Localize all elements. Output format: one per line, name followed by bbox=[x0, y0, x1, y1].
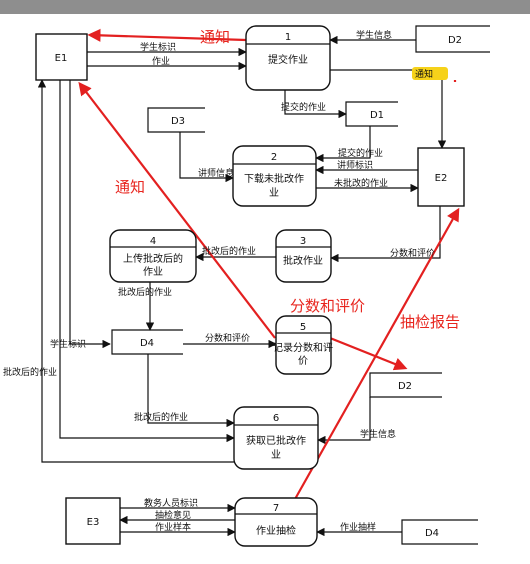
process-7: 7 作业抽检 bbox=[234, 497, 318, 547]
entity-e1: E1 bbox=[35, 33, 88, 81]
entity-e3-label: E3 bbox=[87, 517, 100, 528]
process-2-title-line2: 业 bbox=[269, 187, 279, 199]
annotation-notify-tag: 通知 bbox=[415, 68, 433, 80]
process-3-title: 批改作业 bbox=[283, 254, 323, 267]
process-4: 4 上传批改后的 作业 bbox=[109, 229, 197, 283]
process-1-title: 提交作业 bbox=[268, 53, 308, 66]
flow-homework-sample: 作业样本 bbox=[155, 521, 191, 533]
store-d2-top: D2 bbox=[415, 25, 490, 53]
annotation-notify-left: 通知 bbox=[115, 178, 145, 196]
annotation-spot-check-report: 抽检报告 bbox=[400, 313, 460, 331]
process-4-title-line2: 作业 bbox=[143, 266, 163, 278]
flow-score-review-d4: 分数和评价 bbox=[205, 332, 250, 344]
top-gray-bar bbox=[0, 0, 530, 14]
process-2-title-line1: 下载未批改作 bbox=[244, 172, 304, 185]
process-1: 1 提交作业 bbox=[245, 25, 331, 91]
process-4-number: 4 bbox=[150, 236, 156, 247]
annotation-notify-top: 通知 bbox=[200, 28, 230, 46]
store-d2-mid: D2 bbox=[369, 372, 442, 398]
store-d4-bottom: D4 bbox=[401, 519, 478, 545]
store-d1-label: D1 bbox=[370, 110, 384, 121]
process-4-title-line1: 上传批改后的 bbox=[123, 252, 183, 265]
annotation-score-review: 分数和评价 bbox=[290, 297, 365, 315]
flow-graded-homework-left: 批改后的作业 bbox=[3, 366, 57, 378]
store-d4-bottom-label: D4 bbox=[425, 528, 439, 539]
store-d2-mid-label: D2 bbox=[398, 381, 412, 392]
flow-student-info-bottom: 学生信息 bbox=[360, 428, 396, 440]
process-7-title: 作业抽检 bbox=[256, 524, 296, 537]
flow-submitted-homework-p2: 提交的作业 bbox=[338, 147, 383, 159]
process-1-number: 1 bbox=[285, 32, 291, 43]
process-6-title-line1: 获取已批改作 bbox=[246, 434, 306, 447]
entity-e2-label: E2 bbox=[435, 173, 448, 184]
flow-graded-homework-p4-d4: 批改后的作业 bbox=[118, 286, 172, 298]
diagram-canvas: E1 E2 E3 1 提交作业 2 下载未批改作 业 3 批改作业 4 上传批改… bbox=[0, 14, 530, 560]
store-d3: D3 bbox=[147, 107, 205, 133]
process-6: 6 获取已批改作 业 bbox=[233, 406, 319, 470]
dfd-diagram: E1 E2 E3 1 提交作业 2 下载未批改作 业 3 批改作业 4 上传批改… bbox=[3, 25, 490, 547]
process-5-number: 5 bbox=[300, 322, 306, 333]
flow-staff-id: 教务人员标识 bbox=[144, 497, 198, 509]
flow-submitted-homework-d1: 提交的作业 bbox=[281, 101, 326, 113]
process-5-title-line1: 记录分数和评 bbox=[273, 341, 333, 354]
process-2-number: 2 bbox=[271, 152, 277, 163]
entity-e2: E2 bbox=[417, 147, 465, 207]
entity-e1-label: E1 bbox=[55, 53, 68, 64]
process-5: 5 记录分数和评 价 bbox=[273, 315, 333, 375]
flow-ungraded-homework: 未批改的作业 bbox=[334, 177, 388, 189]
flow-lines bbox=[37, 35, 447, 537]
store-d4-mid: D4 bbox=[111, 329, 183, 355]
store-d3-label: D3 bbox=[171, 116, 185, 127]
flow-graded-homework-p3-p4: 批改后的作业 bbox=[202, 245, 256, 257]
store-d2-top-label: D2 bbox=[448, 35, 462, 46]
process-3-number: 3 bbox=[300, 236, 306, 247]
flow-student-info-top: 学生信息 bbox=[356, 29, 392, 41]
annotations: 通知 通知 通知 分数和评价 抽检报告 bbox=[115, 28, 460, 331]
entity-e3: E3 bbox=[65, 497, 121, 545]
flow-lecturer-id: 讲师标识 bbox=[337, 159, 373, 171]
process-6-title-line2: 业 bbox=[271, 449, 281, 461]
process-6-number: 6 bbox=[273, 413, 279, 424]
process-3: 3 批改作业 bbox=[275, 229, 332, 283]
flow-score-review-e2: 分数和评价 bbox=[390, 247, 435, 259]
process-5-title-line2: 价 bbox=[298, 355, 308, 367]
flow-homework: 作业 bbox=[152, 55, 170, 67]
flow-graded-homework-p6: 批改后的作业 bbox=[134, 411, 188, 423]
flow-check-opinion: 抽检意见 bbox=[155, 509, 191, 521]
notify-tag-background bbox=[412, 67, 448, 80]
flow-lecturer-info: 讲师信息 bbox=[198, 167, 234, 179]
store-d4-mid-label: D4 bbox=[140, 338, 154, 349]
flow-homework-sample-d4: 作业抽样 bbox=[340, 521, 376, 533]
process-7-number: 7 bbox=[273, 503, 279, 514]
flow-labels: 学生标识 作业 学生信息 提交的作业 提交的作业 讲师标识 讲师信息 未批改的作… bbox=[3, 29, 435, 533]
store-d1: D1 bbox=[345, 101, 398, 127]
flow-student-id: 学生标识 bbox=[140, 41, 176, 53]
process-2: 2 下载未批改作 业 bbox=[232, 145, 317, 207]
flow-student-id-left: 学生标识 bbox=[50, 338, 86, 350]
